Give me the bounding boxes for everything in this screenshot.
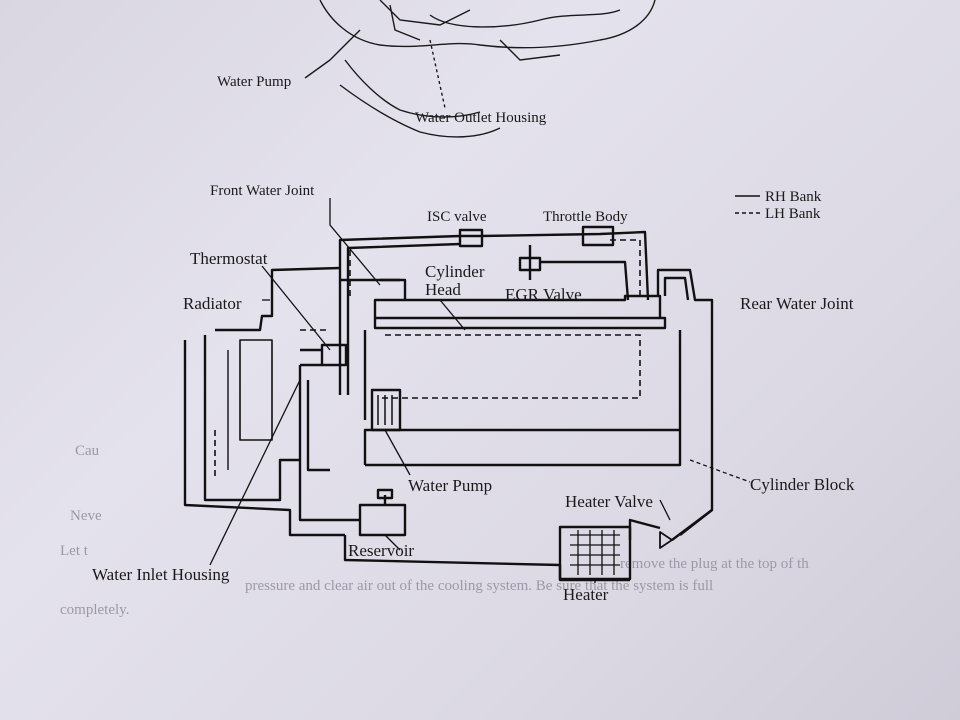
- bg-text-4: remove the plug at the top of th: [620, 556, 809, 572]
- background-text: Cau Neve Let t remove the plug at the to…: [60, 443, 809, 618]
- cylinder-head-body: [373, 316, 667, 330]
- coolant-circuit: [183, 225, 714, 582]
- bg-text-5: pressure and clear air out of the coolin…: [245, 578, 713, 594]
- bg-text-6: completely.: [60, 602, 129, 618]
- label-heater: Heater: [563, 585, 609, 604]
- label-thermostat: Thermostat: [190, 249, 268, 268]
- bg-text-1: Cau: [75, 443, 100, 459]
- label-egr-valve: EGR Valve: [505, 285, 582, 304]
- label-throttle-body: Throttle Body: [543, 209, 628, 225]
- bg-text-2: Neve: [70, 508, 102, 524]
- label-water-pump: Water Pump: [408, 476, 492, 495]
- label-front-water-joint: Front Water Joint: [210, 183, 315, 199]
- label-cylinder-head-1: Cylinder: [425, 262, 485, 281]
- legend-rh-bank: RH Bank: [765, 189, 822, 205]
- label-rear-water-joint: Rear Water Joint: [740, 294, 854, 313]
- water-pump-body: [370, 388, 402, 432]
- heater-valve-body: [659, 531, 673, 549]
- label-radiator: Radiator: [183, 294, 242, 313]
- egr-valve-body: [518, 256, 542, 272]
- label-cylinder-block: Cylinder Block: [750, 475, 855, 494]
- engine-sketch: [304, 0, 656, 138]
- diagram-labels: Front Water Joint ISC valve Throttle Bod…: [92, 183, 855, 604]
- legend: RH Bank LH Bank: [735, 189, 822, 222]
- isc-valve-body: [458, 228, 484, 248]
- leader-lines: [209, 198, 751, 583]
- label-heater-valve: Heater Valve: [565, 492, 653, 511]
- label-water-pump-top: Water Pump: [217, 74, 291, 90]
- reservoir-body: [358, 503, 407, 537]
- label-cylinder-head-2: Head: [425, 280, 461, 299]
- label-reservoir: Reservoir: [348, 541, 414, 560]
- bg-text-3: Let t: [60, 543, 89, 559]
- label-water-outlet-housing: Water Outlet Housing: [415, 110, 547, 126]
- thermostat-body: [320, 343, 348, 367]
- label-isc-valve: ISC valve: [427, 209, 487, 225]
- legend-lh-bank: LH Bank: [765, 206, 821, 222]
- label-water-inlet-housing: Water Inlet Housing: [92, 565, 230, 584]
- heater-body: [558, 525, 632, 581]
- throttle-body: [581, 225, 615, 247]
- lh-bank-lines: [214, 239, 641, 480]
